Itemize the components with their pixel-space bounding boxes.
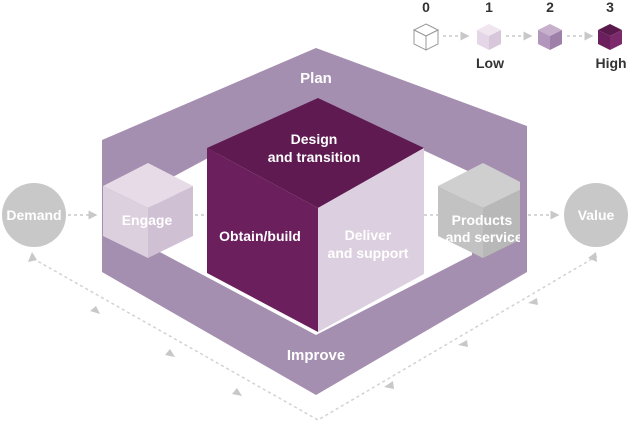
feedback-arrows: [28, 252, 597, 396]
legend: 0 1 Low 2 3 High: [412, 0, 627, 71]
loop-arrow-3: [232, 388, 242, 396]
loop-arrow-5: [458, 340, 468, 347]
deliver-support-face: [318, 148, 424, 332]
plan-improve-ring: [102, 48, 527, 395]
demand-circle: Demand: [2, 183, 66, 247]
feedback-loop: [31, 255, 598, 421]
legend-level-0: 0: [412, 0, 440, 51]
loop-arrow-2: [165, 349, 175, 357]
engage-cube: [103, 163, 193, 258]
obtain-build-label: Obtain/build: [219, 228, 301, 244]
legend-number-3: 3: [606, 0, 614, 15]
loop-arrow-1: [90, 306, 100, 314]
products-label-line1: Products: [452, 212, 513, 228]
value-label: Value: [578, 207, 615, 223]
legend-caption-low: Low: [476, 55, 504, 71]
legend-level-2: 2: [538, 0, 562, 50]
value-circle: Value: [564, 183, 628, 247]
loop-arrow-4: [384, 381, 394, 389]
design-label-line2: and transition: [268, 149, 361, 165]
improve-label: Improve: [287, 347, 345, 364]
arrow-head-demand: [28, 252, 37, 262]
engage-label: Engage: [122, 212, 173, 228]
deliver-label-line2: and support: [328, 245, 409, 261]
obtain-build-face: [207, 148, 318, 332]
legend-level-3: 3 High: [595, 0, 626, 71]
products-label-line2: and services: [446, 229, 531, 245]
arrow-head-value: [588, 252, 597, 262]
legend-number-0: 0: [422, 0, 430, 15]
design-transition-face: [207, 98, 424, 208]
deliver-label-line1: Deliver: [345, 227, 392, 243]
legend-number-2: 2: [546, 0, 554, 15]
legend-level-1: 1 Low: [476, 0, 504, 71]
legend-number-1: 1: [485, 0, 493, 15]
loop-arrow-6: [528, 298, 538, 305]
central-cube: [207, 98, 424, 332]
legend-caption-high: High: [595, 55, 626, 71]
demand-label: Demand: [6, 207, 61, 223]
design-label-line1: Design: [291, 131, 338, 147]
products-cube: [438, 163, 520, 258]
plan-label: Plan: [300, 70, 332, 87]
